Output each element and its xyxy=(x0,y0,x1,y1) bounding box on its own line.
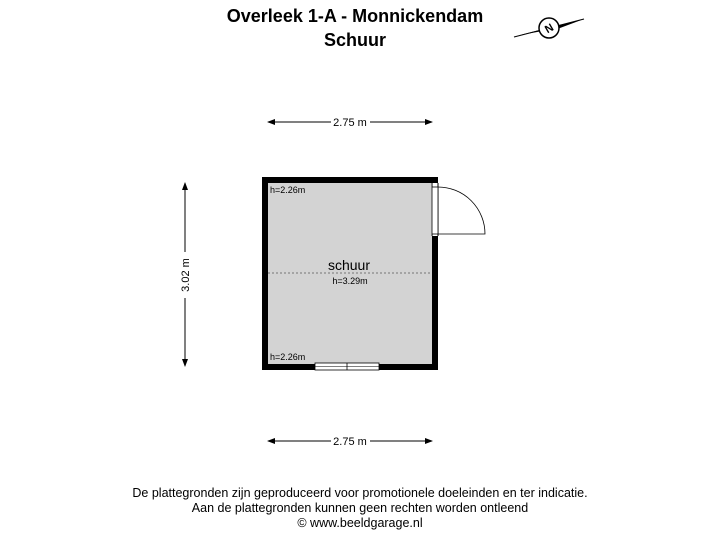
dimension-bottom-label: 2.75 m xyxy=(333,436,367,448)
dimension-top-label: 2.75 m xyxy=(333,117,367,129)
copyright-line: © www.beeldgarage.nl xyxy=(297,516,423,530)
room-height-bottom: h=2.26m xyxy=(270,352,305,362)
room-ridge-height: h=3.29m xyxy=(332,276,367,286)
plan-subtitle: Schuur xyxy=(323,30,386,50)
disclaimer-line-1: De plattegronden zijn geproduceerd voor … xyxy=(132,486,588,500)
door-leaf xyxy=(431,186,439,235)
room-height-top: h=2.26m xyxy=(270,185,305,195)
dimension-top: 2.75 m xyxy=(267,117,433,129)
plan-title: Overleek 1-A - Monnickendam xyxy=(226,6,484,26)
dimension-left-label: 3.02 m xyxy=(180,258,192,292)
dimension-left: 3.02 m xyxy=(180,182,192,367)
room-schuur: schuur h=3.29m h=2.26m h=2.26m xyxy=(262,177,486,371)
room-name: schuur xyxy=(328,257,370,273)
compass-icon: N xyxy=(513,17,585,39)
disclaimer-line-2: Aan de plattegronden kunnen geen rechten… xyxy=(191,501,529,515)
door-swing xyxy=(437,186,486,235)
room-floor xyxy=(268,183,432,364)
dimension-bottom: 2.75 m xyxy=(267,436,433,448)
